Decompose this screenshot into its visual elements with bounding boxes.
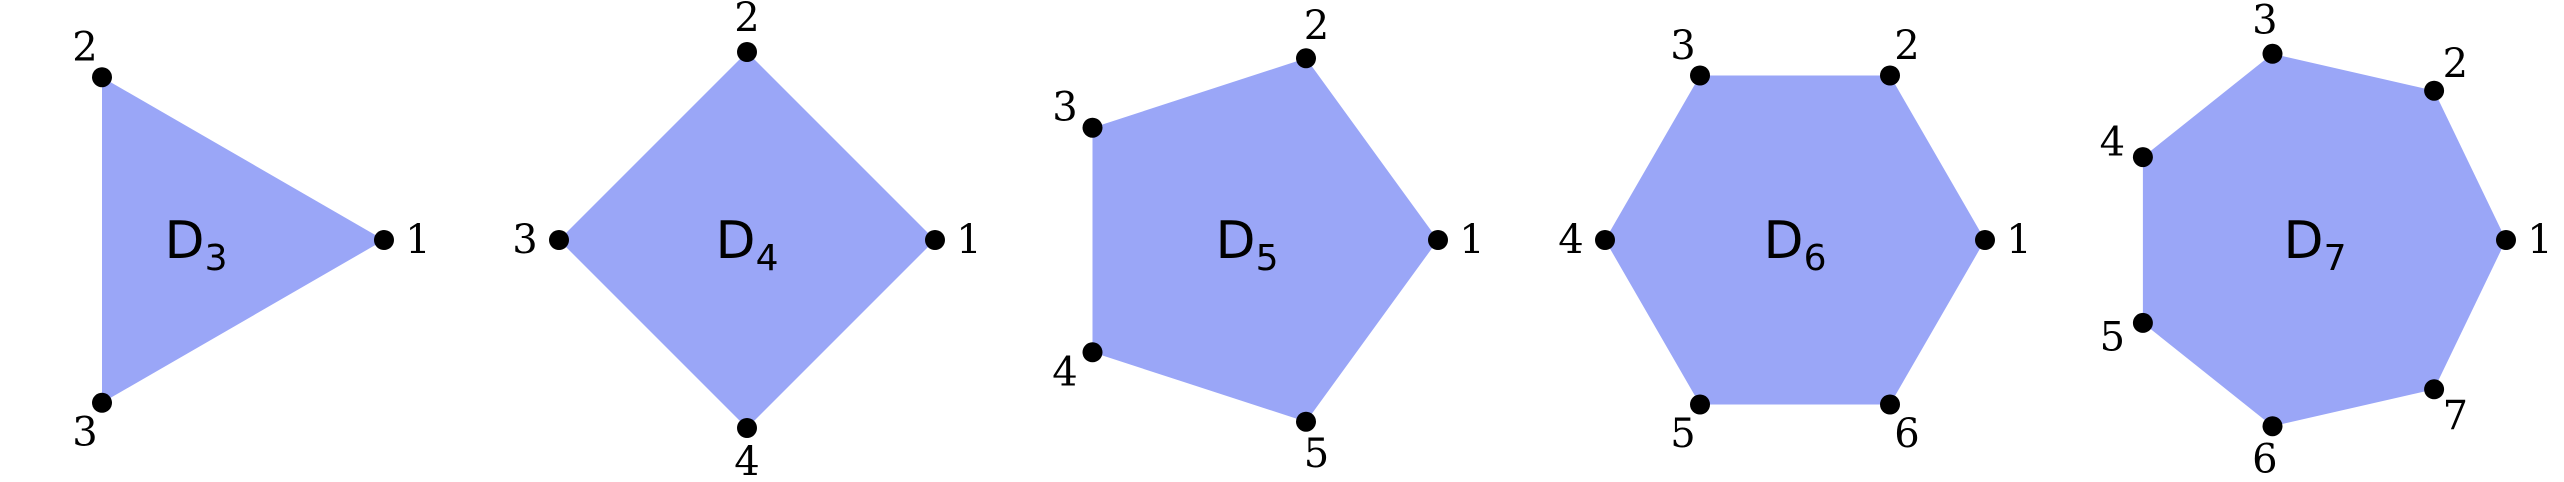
polygon-name-letter: D: [716, 211, 756, 271]
vertex-label: 2: [1894, 23, 1919, 69]
vertex-dot: [1296, 411, 1316, 432]
vertex-label: 3: [1052, 85, 1077, 131]
polygon-name-subscript: 5: [1256, 238, 1279, 279]
vertex-label: 6: [2252, 436, 2277, 482]
vertex-label: 3: [512, 217, 537, 263]
vertex-label: 4: [1558, 217, 1583, 263]
vertex-label: 1: [1459, 217, 1484, 263]
vertex-label: 1: [2527, 217, 2552, 263]
vertex-dot: [1690, 394, 1710, 415]
polygon-name-subscript: 6: [1804, 238, 1827, 279]
vertex-label: 3: [1670, 23, 1695, 69]
vertex-label: 5: [2100, 315, 2125, 361]
polygon-shape-d7: [2142, 53, 2506, 427]
vertex-dot: [1428, 230, 1448, 250]
vertex-label: 3: [72, 409, 97, 455]
vertex-label: 5: [1670, 411, 1695, 457]
vertex-dot: [1975, 230, 1995, 250]
polygon-name-d6: D6: [1764, 211, 1827, 279]
vertex-label: 2: [72, 25, 97, 71]
vertex-label: 4: [734, 439, 759, 482]
vertex-dot: [1082, 117, 1103, 138]
polygon-name-d4: D4: [716, 211, 779, 279]
polygon-name-subscript: 7: [2324, 238, 2347, 279]
vertex-label: 1: [2006, 217, 2031, 263]
vertex-dot: [549, 230, 569, 250]
vertex-label: 4: [2100, 119, 2125, 165]
polygon-name-letter: D: [1216, 211, 1256, 271]
vertex-label: 3: [2252, 0, 2277, 44]
vertex-label: 2: [1304, 3, 1329, 49]
vertex-dot: [2496, 230, 2516, 250]
vertex-label: 4: [1052, 349, 1077, 395]
vertex-dot: [1082, 342, 1103, 363]
polygon-name-d5: D5: [1216, 211, 1279, 279]
polygon-name-d3: D3: [165, 211, 228, 279]
polygon-name-letter: D: [2284, 211, 2324, 271]
polygon-name-subscript: 3: [205, 238, 228, 279]
vertex-dot: [737, 42, 757, 62]
vertex-dot: [92, 392, 112, 413]
vertex-dot: [925, 230, 945, 250]
vertex-dot: [2132, 312, 2153, 333]
vertex-dot: [2262, 416, 2283, 437]
vertex-dot: [1880, 65, 1900, 86]
vertex-dot: [1690, 65, 1710, 86]
polygon-name-d7: D7: [2284, 211, 2347, 279]
vertex-dot: [737, 418, 757, 438]
vertex-dot: [1296, 48, 1316, 69]
polygon-shape-d4: [559, 52, 935, 428]
vertex-dot: [1595, 230, 1615, 250]
vertex-label: 5: [1304, 431, 1329, 477]
vertex-label: 6: [1894, 411, 1919, 457]
vertex-dot: [2424, 379, 2445, 400]
polygon-name-subscript: 4: [756, 238, 779, 279]
vertex-label: 1: [956, 217, 981, 263]
polygon-shape-d6: [1605, 75, 1985, 405]
vertex-dot: [2132, 147, 2153, 168]
polygon-name-letter: D: [1764, 211, 1804, 271]
vertex-dot: [374, 230, 394, 250]
polygon-shape-d3: [102, 77, 384, 403]
polygon-shape-d5: [1092, 58, 1438, 422]
vertex-label: 2: [2443, 41, 2468, 87]
vertex-label: 1: [405, 217, 430, 263]
vertex-label: 7: [2443, 393, 2468, 439]
vertex-dot: [2262, 43, 2283, 64]
polygon-name-letter: D: [165, 211, 205, 271]
vertex-dot: [2424, 80, 2445, 101]
vertex-label: 2: [734, 0, 759, 41]
vertex-dot: [1880, 394, 1900, 415]
vertex-dot: [92, 67, 112, 88]
